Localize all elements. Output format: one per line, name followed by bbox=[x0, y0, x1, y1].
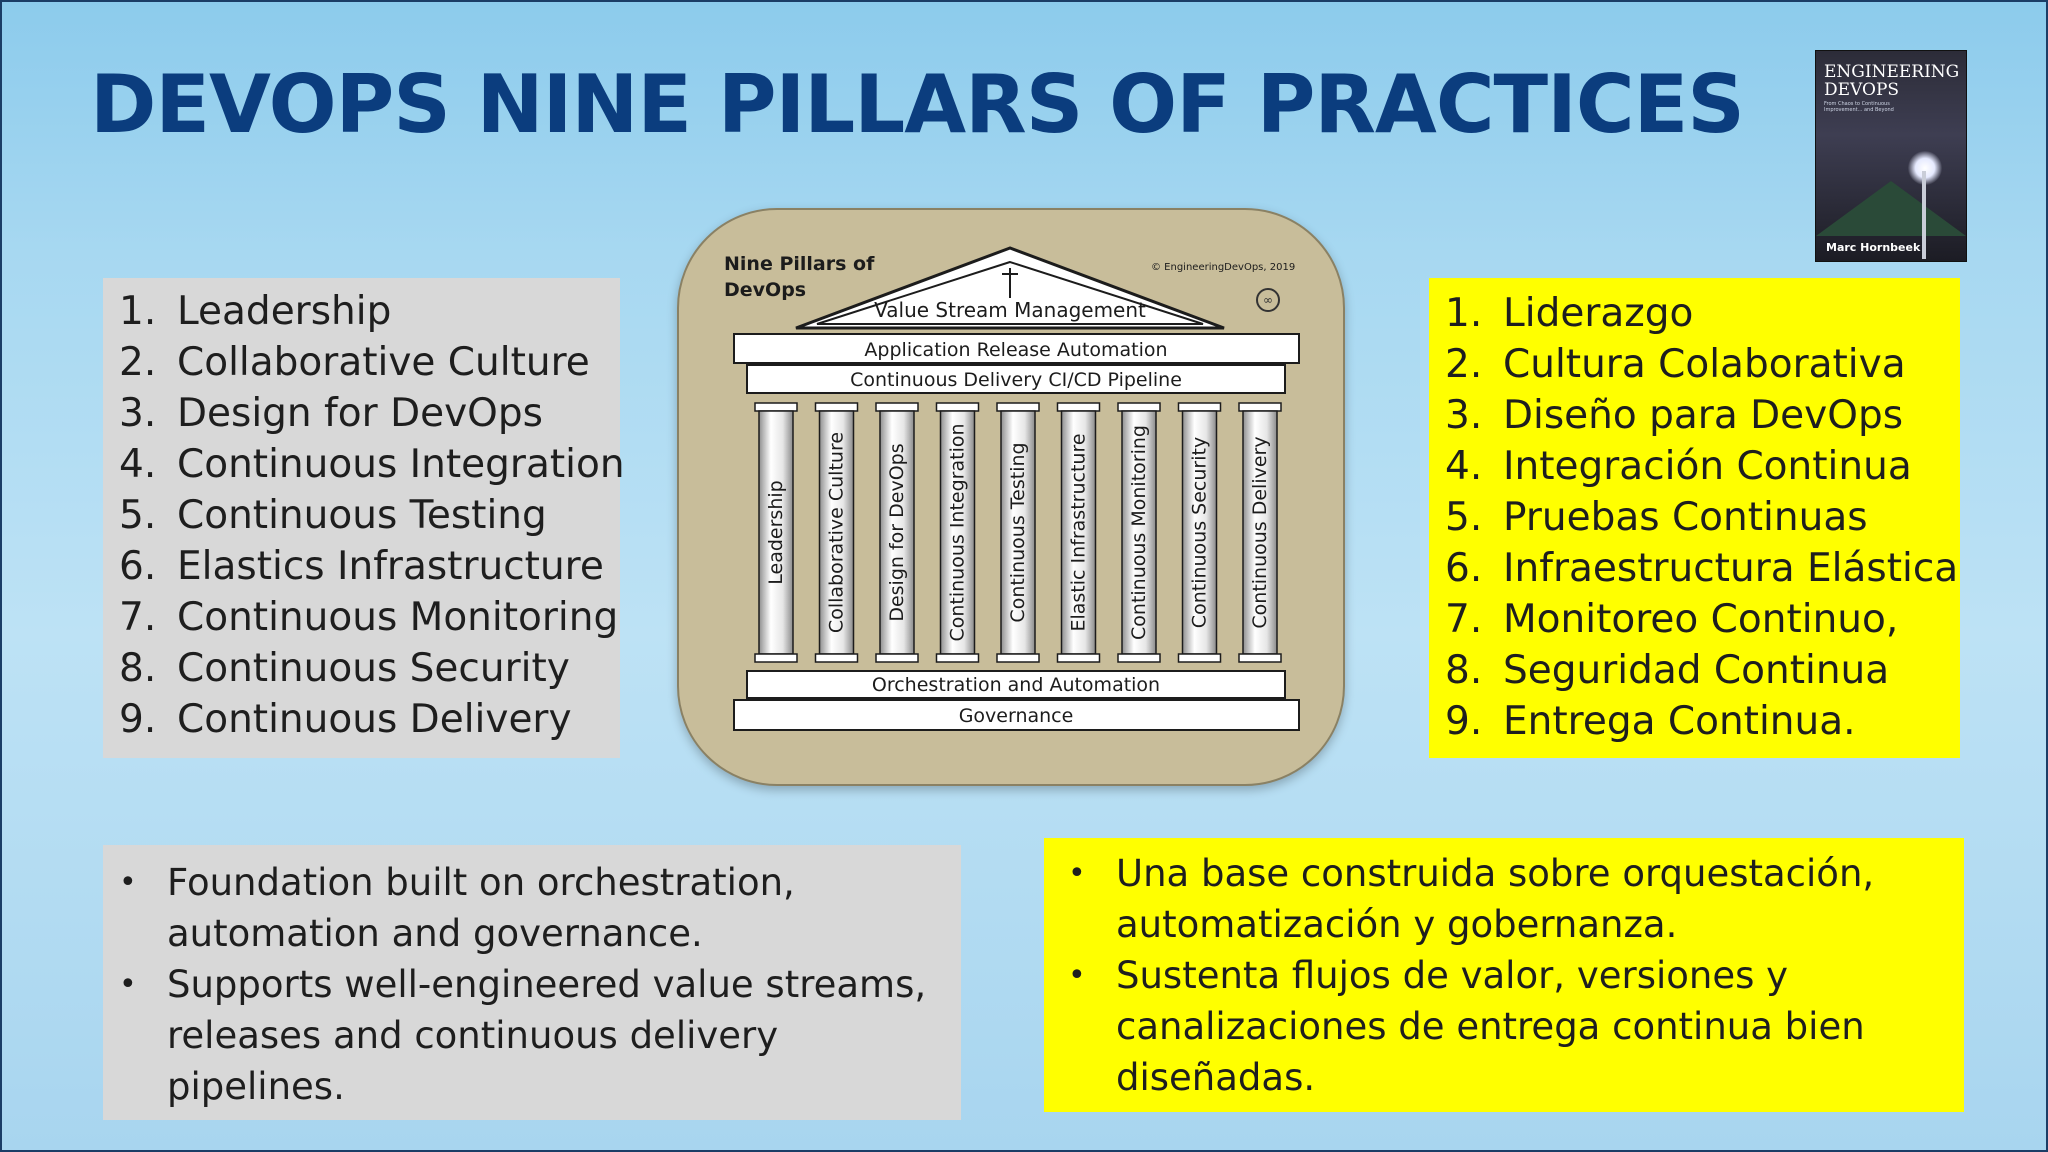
list-item: 9.Entrega Continua. bbox=[1445, 699, 1856, 744]
list-item: 8.Seguridad Continua bbox=[1445, 648, 1890, 693]
pillar-capital bbox=[814, 402, 859, 412]
list-item: 5.Pruebas Continuas bbox=[1445, 495, 1868, 540]
spanish-summary-list: • Una base construida sobre orquestación… bbox=[1052, 848, 1964, 1103]
list-item: 4.Integración Continua bbox=[1445, 444, 1912, 489]
pillar-base bbox=[875, 653, 919, 663]
pillar-label: Collaborative Culture bbox=[826, 432, 848, 633]
list-item: 2.Collaborative Culture bbox=[119, 340, 590, 385]
list-item: 1.Liderazgo bbox=[1445, 291, 1694, 336]
pillar-label: Design for DevOps bbox=[886, 443, 908, 621]
book-cover-image: ENGINEERING DEVOPS From Chaos to Continu… bbox=[1815, 50, 1967, 262]
pillar-base bbox=[1117, 653, 1161, 663]
pillar-capital bbox=[754, 402, 798, 412]
list-item: 5.Continuous Testing bbox=[119, 493, 547, 538]
pillar-capital bbox=[875, 402, 919, 412]
pillar-label: Continuous Testing bbox=[1007, 442, 1029, 622]
book-title: ENGINEERING DEVOPS bbox=[1824, 62, 1960, 100]
list-item: 6.Infraestructura Elástica bbox=[1445, 546, 1959, 591]
pillar-base bbox=[754, 653, 798, 663]
pillar-leadership bbox=[758, 410, 794, 655]
base-governance bbox=[733, 699, 1300, 731]
diagram-title-line1: Nine Pillars of bbox=[724, 253, 875, 275]
list-item: 3.Design for DevOps bbox=[119, 391, 543, 436]
list-item: 8.Continuous Security bbox=[119, 646, 570, 691]
pillar-capital bbox=[1177, 402, 1222, 412]
pillar-continuous-security bbox=[1181, 410, 1218, 655]
pillars-group: Leadership Collaborative Culture Design fo… bbox=[754, 402, 1282, 663]
beam-release-automation bbox=[733, 333, 1300, 364]
pillar-base bbox=[814, 653, 859, 663]
temple-svg: Nine Pillars of DevOps © EngineeringDevO… bbox=[724, 246, 1300, 731]
pediment-label: Value Stream Management bbox=[874, 298, 1146, 322]
book-author: Marc Hornbeek bbox=[1826, 241, 1921, 254]
list-item: 7.Monitoreo Continuo, bbox=[1445, 597, 1899, 642]
base-orchestration-label: Orchestration and Automation bbox=[872, 674, 1160, 696]
list-item: 3.Diseño para DevOps bbox=[1445, 393, 1904, 438]
mountain-graphic bbox=[1816, 181, 1966, 236]
english-pillars-list: 1.Leadership 2.Collaborative Culture 3.D… bbox=[119, 286, 625, 745]
pillar-continuous-monitoring bbox=[1121, 410, 1157, 655]
pillar-continuous-delivery bbox=[1242, 410, 1278, 655]
spanish-summary-box: • Una base construida sobre orquestación… bbox=[1044, 838, 1964, 1112]
pillar-label: Continuous Delivery bbox=[1249, 436, 1271, 628]
english-summary-box: • Foundation built on orchestration,auto… bbox=[103, 845, 961, 1120]
english-summary-list: • Foundation built on orchestration,auto… bbox=[103, 857, 961, 1112]
pillar-base bbox=[1056, 653, 1101, 663]
pillar-base bbox=[1238, 653, 1282, 663]
spanish-pillars-list: 1.Liderazgo 2.Cultura Colaborativa 3.Dis… bbox=[1445, 288, 1960, 747]
list-item: 2.Cultura Colaborativa bbox=[1445, 342, 1906, 387]
infinity-glyph: ∞ bbox=[1263, 293, 1273, 307]
pillar-base bbox=[1177, 653, 1222, 663]
beam-cicd-pipeline bbox=[746, 364, 1286, 394]
pillar-base bbox=[935, 653, 980, 663]
book-subtitle: From Chaos to Continuous Improvement... … bbox=[1824, 101, 1894, 113]
nine-pillars-diagram: Nine Pillars of DevOps © EngineeringDevO… bbox=[677, 208, 1345, 786]
pillar-base bbox=[996, 653, 1040, 663]
list-item: 7.Continuous Monitoring bbox=[119, 595, 619, 640]
list-item: • Una base construida sobre orquestación… bbox=[1068, 852, 1875, 946]
slide-title: DEVOPS NINE PILLARS OF PRACTICES bbox=[90, 58, 1745, 151]
list-item: 6.Elastics Infrastructure bbox=[119, 544, 604, 589]
english-pillars-box: 1.Leadership 2.Collaborative Culture 3.D… bbox=[103, 278, 625, 758]
pillar-label: Continuous Security bbox=[1189, 437, 1211, 628]
pillar-collaborative-culture bbox=[818, 410, 855, 655]
pediment-inner bbox=[816, 260, 1204, 325]
devops-infinity-icon bbox=[1256, 288, 1280, 312]
list-item: 4.Continuous Integration bbox=[119, 442, 625, 487]
pillar-label: Continuous Integration bbox=[947, 423, 969, 641]
pillar-capital bbox=[996, 402, 1040, 412]
list-item: 9.Continuous Delivery bbox=[119, 697, 572, 742]
list-item: • Supports well-engineered value streams… bbox=[119, 963, 927, 1108]
list-item: • Foundation built on orchestration,auto… bbox=[119, 861, 795, 955]
beam-cicd-pipeline-label: Continuous Delivery CI/CD Pipeline bbox=[850, 369, 1182, 391]
pillar-capital bbox=[1056, 402, 1101, 412]
list-item: 1.Leadership bbox=[119, 289, 392, 334]
pillar-label: Continuous Monitoring bbox=[1128, 425, 1150, 640]
pillar-capital bbox=[935, 402, 980, 412]
sword-graphic bbox=[1922, 171, 1926, 259]
diagram-title-line2: DevOps bbox=[724, 279, 806, 301]
spanish-pillars-box: 1.Liderazgo 2.Cultura Colaborativa 3.Dis… bbox=[1429, 278, 1960, 758]
pillar-capital bbox=[1117, 402, 1161, 412]
base-orchestration bbox=[746, 670, 1286, 699]
diagram-copyright: © EngineeringDevOps, 2019 bbox=[1151, 262, 1295, 273]
pillar-capital bbox=[1238, 402, 1282, 412]
pillar-label: Leadership bbox=[765, 480, 787, 584]
base-governance-label: Governance bbox=[959, 705, 1074, 727]
beam-release-automation-label: Application Release Automation bbox=[864, 339, 1167, 361]
pillar-label: Elastic Infrastructure bbox=[1068, 433, 1090, 631]
pillar-design-for-devops bbox=[879, 410, 915, 655]
